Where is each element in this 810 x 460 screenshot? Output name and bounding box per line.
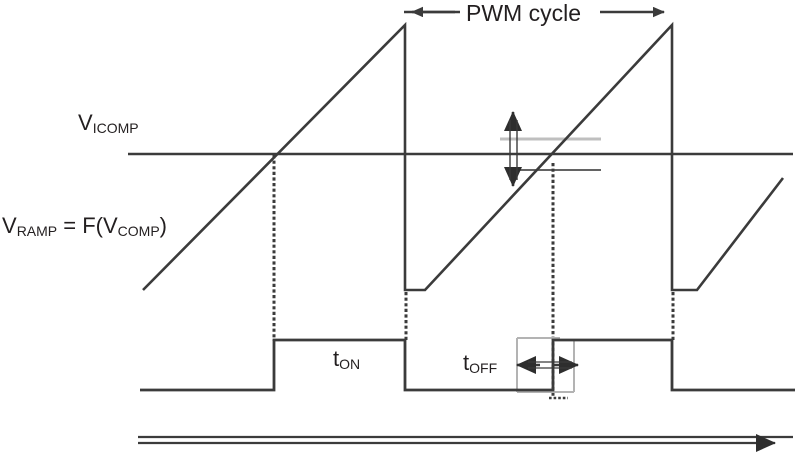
t-off-label: tOFF — [463, 350, 498, 376]
vcomp-subscript-text: COMP — [117, 223, 160, 239]
pwm-cycle-label: PWM cycle — [466, 2, 581, 25]
toff-edge-shift-double-arrow — [516, 356, 579, 374]
vramp-close-paren-text: ) — [159, 213, 167, 238]
t-on-label: tON — [333, 346, 361, 372]
vramp-subscript-text: RAMP — [16, 223, 58, 239]
pwm-gate-square-wave — [140, 338, 795, 392]
t-off-subscript-text: OFF — [469, 360, 498, 376]
vramp-equals-text: = F(V — [57, 213, 118, 238]
time-axis-arrow — [138, 434, 793, 452]
t-on-subscript-text: ON — [339, 356, 361, 372]
t-off-base-text: t — [463, 350, 470, 375]
vramp-base-text: V — [2, 213, 17, 238]
ramp-amplitude-double-arrow — [504, 111, 522, 187]
vicomp-subscript-text: ICOMP — [92, 120, 139, 136]
vicomp-base-text: V — [78, 110, 93, 135]
vramp-label: VRAMP = F(VCOMP) — [2, 213, 167, 239]
t-on-base-text: t — [333, 346, 340, 371]
vicomp-label: VICOMP — [78, 110, 139, 136]
vramp-sawtooth-waveform — [142, 21, 785, 292]
pwm-cycle-text: PWM cycle — [466, 0, 581, 26]
